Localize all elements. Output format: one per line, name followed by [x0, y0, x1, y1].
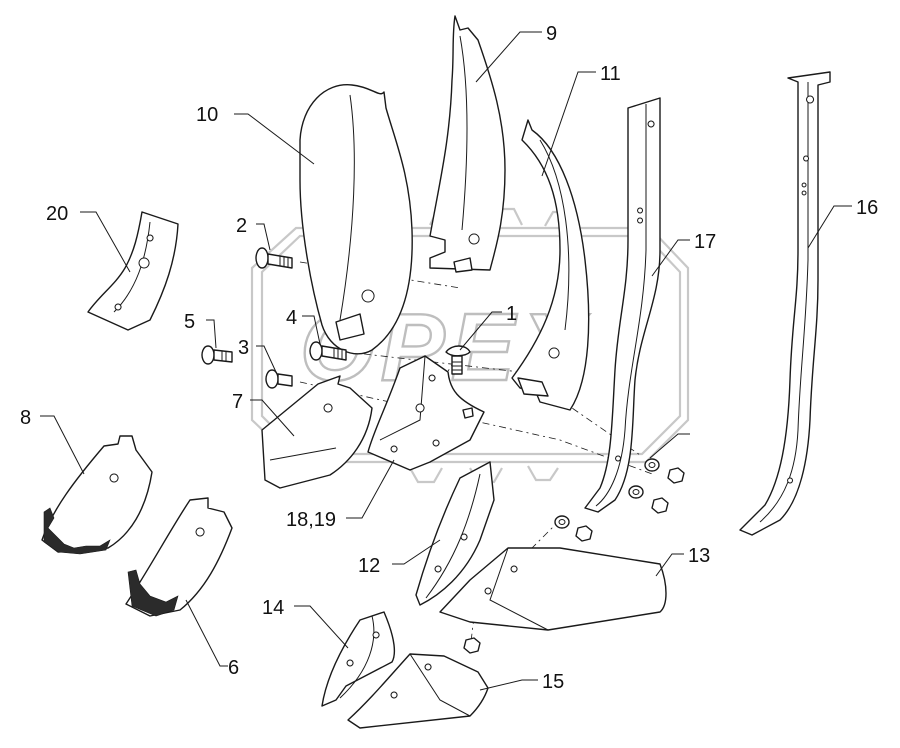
callout-13: 13 [688, 545, 710, 567]
nuts-and-washers [463, 458, 685, 654]
leader-lines [40, 31, 852, 691]
part-16-frame-standard [739, 71, 831, 536]
callout-6: 6 [228, 657, 239, 679]
part-15-plate [347, 653, 489, 729]
bolt-3 [265, 369, 293, 389]
part-17-standard [584, 97, 661, 513]
callout-4: 4 [286, 307, 297, 329]
callout-15: 15 [542, 671, 564, 693]
callout-10: 10 [196, 104, 218, 126]
part-13-wing [439, 547, 667, 631]
callout-5: 5 [184, 311, 195, 333]
callout-12: 12 [358, 555, 380, 577]
callout-18-19: 18,19 [286, 509, 336, 531]
part-9-shin [429, 15, 506, 273]
callout-11: 11 [600, 63, 621, 85]
part-8-toothed-share [41, 435, 153, 555]
part-7-share [261, 375, 373, 489]
callout-labels: 10 9 11 16 17 20 2 5 4 1 3 7 8 18,19 12 … [20, 23, 878, 693]
callout-7: 7 [232, 391, 243, 413]
bolt-5 [201, 345, 233, 365]
part-18-19-bracket [367, 355, 485, 471]
part-11-curved-blade [511, 119, 590, 411]
callout-3: 3 [238, 337, 249, 359]
callout-17: 17 [694, 231, 716, 253]
bolt-4 [309, 341, 347, 361]
part-14-small-plate [321, 611, 396, 707]
bolt-2 [255, 247, 293, 269]
callout-1: 1 [506, 303, 517, 325]
callout-2: 2 [236, 215, 247, 237]
part-6-wing-share [125, 497, 233, 617]
callout-20: 20 [46, 203, 68, 225]
part-12-side-plate [415, 461, 495, 606]
part-20-heel-plate [87, 211, 179, 331]
callout-16: 16 [856, 197, 878, 219]
callout-9: 9 [546, 23, 557, 45]
bolt-1 [445, 345, 471, 375]
callout-8: 8 [20, 407, 31, 429]
callout-14: 14 [262, 597, 284, 619]
part-10-mouldboard [299, 84, 413, 355]
